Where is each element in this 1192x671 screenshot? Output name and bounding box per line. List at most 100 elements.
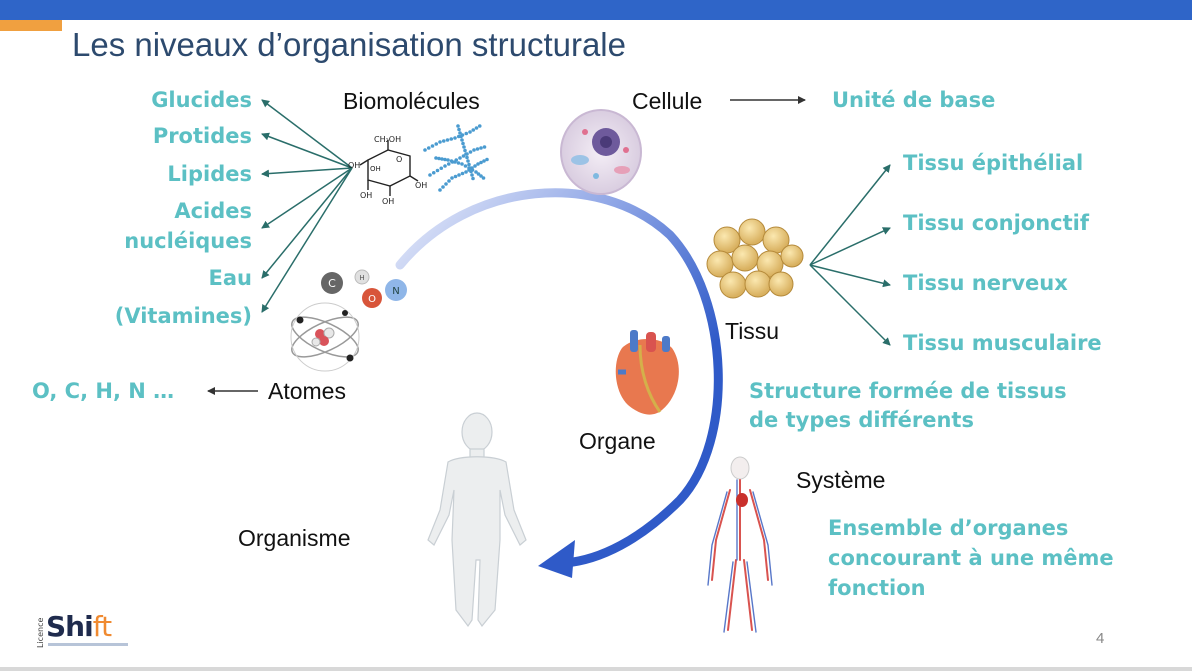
oh-label-1: OH bbox=[348, 161, 360, 170]
logo-licence-text: Licence bbox=[36, 617, 45, 648]
tissu-musculaire: Tissu musculaire bbox=[903, 331, 1102, 355]
oh-label-5: OH bbox=[382, 197, 394, 206]
tissu-epithelial: Tissu épithélial bbox=[903, 151, 1084, 175]
page-number: 4 bbox=[1096, 630, 1105, 647]
cycle-arrow-head bbox=[538, 540, 575, 578]
polysaccharide-bead bbox=[474, 170, 478, 174]
polysaccharide-bead bbox=[443, 164, 447, 168]
polysaccharide-bead bbox=[437, 156, 441, 161]
label-organisme: Organisme bbox=[238, 525, 351, 551]
systeme-description-line3: fonction bbox=[828, 576, 926, 600]
glucose-molecule-icon: CH₂OH O OH OH OH OH OH bbox=[348, 135, 427, 206]
polysaccharide-bead bbox=[439, 166, 444, 171]
polysaccharide-bead bbox=[440, 157, 444, 161]
polysaccharide-bead bbox=[474, 126, 479, 130]
tissu-nerveux: Tissu nerveux bbox=[903, 271, 1068, 295]
polysaccharide-bead bbox=[468, 130, 472, 134]
oh-label-4: OH bbox=[360, 191, 372, 200]
atom-c-letter: C bbox=[328, 277, 336, 290]
polysaccharide-bead bbox=[485, 157, 489, 162]
cell-icon bbox=[560, 109, 642, 195]
polysaccharide-bead bbox=[467, 166, 471, 170]
polysaccharide-bead bbox=[453, 160, 457, 164]
shift-logo: Licence Shift bbox=[36, 610, 132, 650]
organe-description-line1: Structure formée de tissus bbox=[749, 379, 1067, 403]
logo-shi: Shi bbox=[46, 610, 94, 643]
polysaccharide-bead bbox=[447, 179, 451, 183]
polysaccharide-bead bbox=[479, 146, 483, 150]
biomolecule-arrows bbox=[261, 99, 353, 313]
label-organe: Organe bbox=[579, 428, 656, 454]
polysaccharide-bead bbox=[465, 155, 469, 160]
tissu-conjonctif: Tissu conjonctif bbox=[903, 211, 1090, 235]
polysaccharide-bead bbox=[456, 161, 461, 165]
ring-o-label: O bbox=[396, 155, 402, 164]
polysaccharide-bead bbox=[443, 157, 447, 162]
oh-label-2: OH bbox=[370, 165, 381, 173]
polysaccharide-bead bbox=[470, 168, 475, 172]
polysaccharide-bead bbox=[458, 131, 462, 135]
polysaccharide-bead bbox=[449, 137, 454, 141]
polysaccharide-bead bbox=[472, 148, 476, 152]
human-body-icon bbox=[427, 412, 527, 628]
atom-model-icon bbox=[290, 302, 360, 372]
polysaccharide-bead bbox=[477, 124, 482, 128]
polysaccharide-bead bbox=[423, 148, 427, 152]
polysaccharide-bead bbox=[463, 148, 467, 153]
polysaccharide-bead bbox=[476, 162, 480, 166]
polysaccharide-bead bbox=[450, 176, 454, 180]
polysaccharide-bead bbox=[464, 152, 468, 156]
polysaccharide-bead bbox=[462, 145, 466, 149]
systeme-description-line2: concourant à une même bbox=[828, 546, 1114, 570]
polysaccharide-bead bbox=[473, 164, 477, 168]
polysaccharide-bead bbox=[456, 124, 460, 128]
polysaccharide-bead bbox=[479, 174, 483, 178]
heart-icon bbox=[615, 330, 679, 415]
polysaccharide-bead bbox=[460, 171, 465, 176]
polysaccharide-bead bbox=[482, 145, 487, 149]
polysaccharide-bead bbox=[460, 162, 464, 166]
logo-underline bbox=[48, 643, 128, 646]
polysaccharide-bead bbox=[481, 176, 486, 180]
label-atomes: Atomes bbox=[268, 378, 346, 404]
atom-h-letter: H bbox=[359, 274, 364, 282]
atom-o-letter: O bbox=[368, 294, 376, 305]
top-banner bbox=[0, 0, 1192, 20]
polysaccharide-bead bbox=[471, 176, 475, 181]
element-spheres-icon: C H O N bbox=[321, 269, 407, 308]
type-protides: Protides bbox=[152, 124, 252, 148]
polysaccharide-bead bbox=[441, 185, 445, 189]
type-eau: Eau bbox=[208, 266, 252, 290]
logo-ft: ft bbox=[92, 610, 112, 643]
polysaccharide-bead bbox=[467, 162, 471, 167]
polysaccharide-bead bbox=[453, 136, 457, 140]
polysaccharide-bead bbox=[441, 139, 446, 143]
slide-title: Les niveaux d’organisation structurale bbox=[72, 26, 626, 63]
type-lipides: Lipides bbox=[167, 162, 252, 186]
ch2oh-label: CH₂OH bbox=[374, 135, 401, 144]
polysaccharide-bead bbox=[464, 131, 469, 136]
polysaccharide-bead bbox=[471, 128, 476, 132]
type-vitamines: (Vitamines) bbox=[114, 304, 252, 328]
polysaccharide-bead bbox=[482, 159, 486, 163]
polysaccharide-bead bbox=[459, 134, 463, 139]
polysaccharide-bead bbox=[434, 156, 438, 160]
polysaccharide-bead bbox=[476, 172, 481, 176]
type-acides-line2: nucléiques bbox=[124, 229, 252, 253]
polysaccharide-bead bbox=[457, 173, 461, 177]
polysaccharide-bead bbox=[445, 138, 450, 142]
label-tissu: Tissu bbox=[725, 318, 780, 344]
polysaccharide-bead bbox=[457, 127, 461, 132]
polysaccharide-bead bbox=[470, 173, 474, 177]
cellule-description: Unité de base bbox=[832, 88, 996, 112]
polysaccharide-bead bbox=[463, 164, 468, 168]
polysaccharide-bead bbox=[453, 174, 458, 179]
polysaccharide-bead bbox=[460, 138, 464, 142]
polysaccharide-bead bbox=[479, 160, 483, 165]
polysaccharide-bead bbox=[449, 159, 454, 163]
label-systeme: Système bbox=[796, 467, 886, 493]
polysaccharide-bead bbox=[475, 147, 480, 151]
circulatory-system-icon bbox=[707, 456, 773, 633]
atomes-description: O, C, H, N … bbox=[32, 379, 175, 403]
